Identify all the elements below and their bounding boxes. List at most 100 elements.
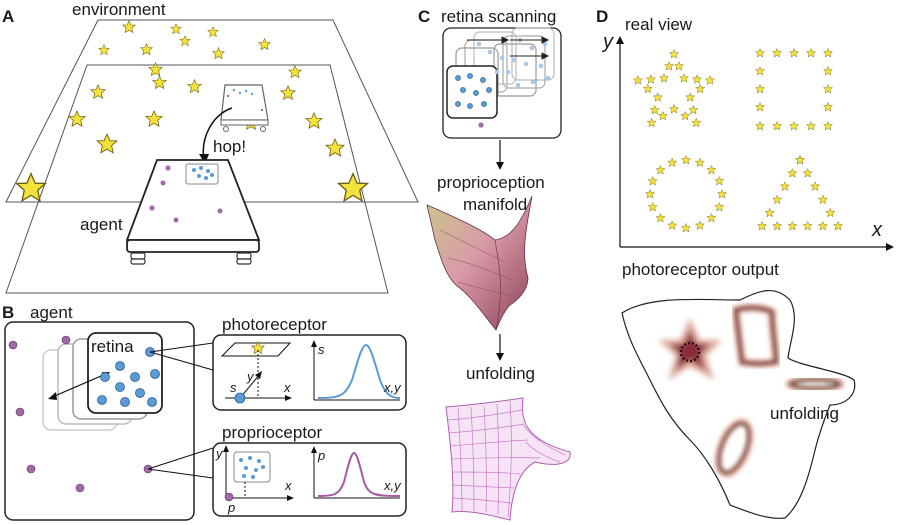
ghost-agent — [220, 84, 269, 132]
star-icon — [755, 48, 765, 58]
star-icon — [818, 194, 828, 204]
star-icon — [258, 38, 271, 51]
star-icon — [633, 75, 643, 85]
star-icon — [90, 84, 106, 99]
star-icon — [772, 194, 782, 204]
proprioception-label: proprioception — [437, 173, 545, 192]
environment-label: environment — [72, 0, 166, 19]
star-icon — [212, 47, 225, 60]
star-icon — [810, 181, 820, 191]
proprioceptor-axis-p: p — [227, 500, 235, 515]
star-icon — [667, 220, 677, 230]
star-icon — [669, 49, 679, 59]
proprioception-manifold — [426, 195, 533, 331]
star-icon — [681, 223, 691, 233]
agent-label-a: agent — [80, 215, 123, 234]
unfolding-label-c: unfolding — [466, 364, 535, 383]
star-icon — [818, 221, 828, 231]
star-icon — [669, 104, 679, 114]
star-icon — [653, 92, 663, 102]
star-icon — [692, 74, 702, 84]
star-icon — [325, 138, 345, 157]
agent-box — [4, 321, 195, 521]
star-icon — [787, 168, 798, 178]
proprioceptor-label: proprioceptor — [222, 423, 323, 442]
scan-retina-dots — [455, 73, 492, 109]
star-icon — [145, 110, 163, 127]
retina-label: retina — [91, 337, 134, 356]
real-view-axis-x: x — [871, 219, 883, 241]
agent-label-b: agent — [30, 303, 73, 322]
star-icon — [649, 105, 660, 115]
proprioceptor-dot — [224, 492, 234, 502]
star-icon — [643, 84, 653, 94]
star-icon — [755, 84, 765, 94]
star-icon — [789, 121, 799, 131]
panel-b-letter: B — [2, 303, 14, 322]
star-icon — [691, 117, 702, 127]
output-star-blob — [658, 318, 722, 380]
hop-label: hop! — [213, 137, 246, 156]
star-icon — [96, 133, 118, 154]
star-icon — [717, 189, 727, 199]
star-icon — [681, 155, 691, 165]
star-icon — [706, 165, 717, 175]
star-icon — [170, 23, 182, 35]
output-square-blob — [731, 303, 781, 368]
agent-proprioceptors — [8, 335, 153, 493]
panel-d: D real view y x photoreceptor output — [596, 7, 894, 519]
star-icon — [780, 181, 790, 191]
star-icon — [823, 121, 833, 131]
star-icon — [823, 84, 833, 94]
star-icon — [187, 79, 202, 93]
star-icon — [646, 117, 657, 127]
proprioceptor-tuning-curve — [317, 451, 401, 497]
star-icon — [288, 65, 302, 78]
star-icon — [280, 85, 296, 100]
proprioceptor-axis-x: x — [284, 478, 292, 493]
panel-d-letter: D — [596, 7, 608, 26]
scan-proprioceptor-dot — [478, 122, 484, 128]
star-icon — [152, 75, 167, 89]
panel-b: B agent retina — [2, 303, 407, 521]
retina-photoreceptors — [97, 347, 160, 407]
photoreceptor-output-label: photoreceptor output — [622, 260, 779, 279]
star-icon — [664, 61, 674, 71]
star-icon — [659, 73, 669, 83]
star-icon — [772, 221, 782, 231]
proprioceptor-curve-axis-p: p — [317, 448, 325, 463]
star-icon — [714, 202, 725, 212]
unfolded-mesh — [445, 397, 571, 521]
panel-a: A environment — [2, 0, 419, 294]
photoreceptor-axis-x: x — [283, 380, 291, 395]
star-icon — [674, 61, 684, 71]
star-icon — [705, 75, 715, 85]
star-icon — [764, 208, 775, 218]
star-icon — [655, 213, 666, 223]
star-icon — [695, 220, 705, 230]
star-icon — [755, 121, 765, 131]
photoreceptor-tuning-curve — [317, 343, 401, 399]
star-icon — [647, 176, 658, 186]
star-icon — [305, 112, 323, 129]
manifold-label: manifold — [463, 195, 527, 214]
star-icon — [667, 157, 677, 167]
star-icon — [823, 48, 833, 58]
star-icon — [140, 43, 153, 56]
environment-plane — [5, 19, 419, 203]
star-icon — [714, 176, 725, 186]
star-icon — [646, 74, 656, 84]
star-icon — [695, 157, 705, 167]
hop-arrowhead — [199, 154, 209, 164]
star-icon — [806, 121, 816, 131]
star-icon — [823, 102, 833, 112]
star-icon — [795, 155, 805, 165]
output-circle-blob — [714, 418, 754, 478]
retina-scanning-label: retina scanning — [441, 7, 556, 26]
star-icon — [679, 73, 689, 83]
panel-a-letter: A — [2, 7, 14, 26]
output-star-core — [679, 341, 701, 363]
proprioceptor-axis-y: y — [215, 446, 224, 461]
star-icon — [789, 48, 799, 58]
real-view-stars — [633, 48, 843, 233]
